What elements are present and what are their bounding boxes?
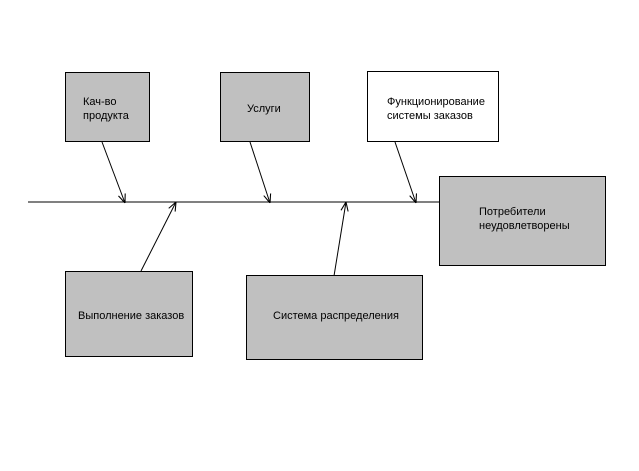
arrow-distribution-system	[333, 202, 346, 277]
cause-label-product-quality: Кач-во продукта	[83, 96, 129, 122]
cause-label-distribution-system: Система распределения	[273, 310, 399, 322]
cause-box-product-quality: Кач-во продукта	[65, 72, 150, 142]
cause-box-order-fulfillment: Выполнение заказов	[65, 271, 193, 357]
cause-label-order-fulfillment: Выполнение заказов	[78, 310, 185, 322]
arrow-order-fulfillment	[140, 202, 176, 272]
arrow-services	[249, 141, 270, 203]
cause-box-services: Услуги	[220, 72, 310, 142]
cause-box-distribution-system: Система распределения	[246, 275, 423, 360]
effect-label: Потребители неудовлетворены	[479, 206, 570, 232]
arrow-product-quality	[101, 141, 125, 203]
arrow-order-system	[394, 141, 416, 203]
effect-box: Потребители неудовлетворены	[439, 176, 606, 266]
cause-box-order-system: Функционирование системы заказов	[367, 71, 499, 142]
cause-label-order-system: Функционирование системы заказов	[387, 96, 485, 122]
cause-label-services: Услуги	[247, 103, 281, 115]
